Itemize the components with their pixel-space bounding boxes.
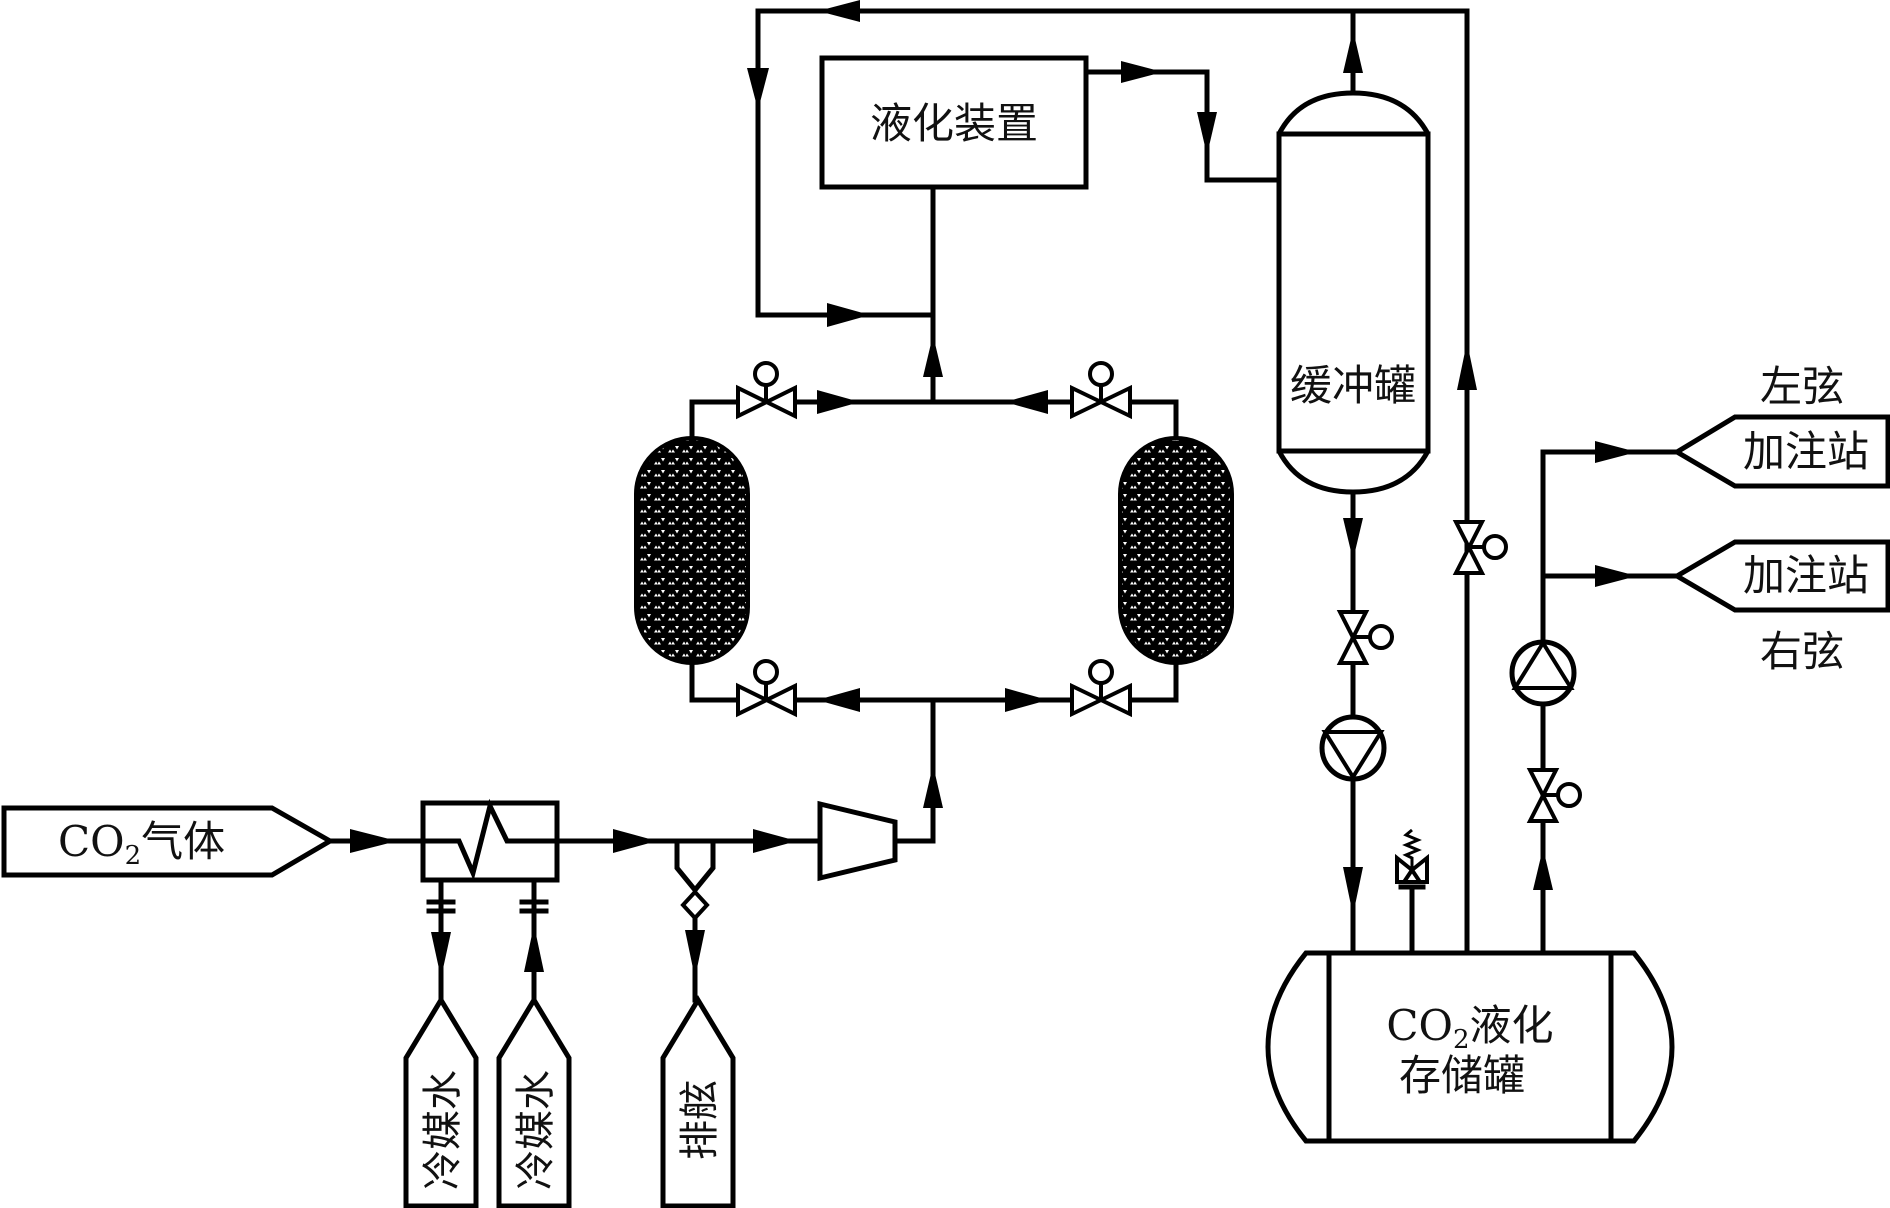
transfer-pump[interactable]: [1319, 714, 1387, 782]
flow-arrow-down-icon: [685, 930, 705, 978]
bunkering-station-port[interactable]: 加注站: [1672, 414, 1890, 489]
adsorber-tower-right: [1118, 436, 1234, 665]
flow-arrow-up-icon: [1457, 342, 1477, 390]
recycle-loop: [747, 0, 1477, 956]
flow-arrow-right-icon: [1005, 688, 1048, 712]
coolant-in-label: 冷媒水: [513, 1070, 559, 1190]
flow-arrow-up-icon: [1343, 30, 1363, 73]
valve-adsorber-bottom-left[interactable]: [736, 659, 797, 718]
flow-arrow-right-icon: [827, 303, 870, 327]
drain-trap: [674, 838, 716, 1003]
valve-vapor-return[interactable]: [1452, 520, 1508, 575]
co2-liquid-storage-tank: CO2液化 存储罐: [1265, 950, 1675, 1144]
flow-arrow-right-icon: [1121, 61, 1163, 83]
starboard-side-label: 右弦: [1760, 627, 1844, 676]
station-port-label: 加注站: [1743, 427, 1869, 476]
co2-gas-inlet-terminal: CO2气体: [1, 805, 335, 878]
flow-arrow-right-icon: [1595, 565, 1637, 587]
heat-exchanger: [420, 798, 560, 1003]
coolant-water-out-terminal: 冷媒水: [403, 995, 479, 1208]
adsorber-top-manifold: [689, 184, 1179, 441]
storage-tank-label-line1: CO2液化: [1386, 1001, 1553, 1055]
flow-arrow-up-icon: [923, 765, 943, 808]
adsorber-tower-left: [634, 436, 750, 665]
liquefaction-unit-label: 液化装置: [870, 99, 1038, 148]
drain-side-terminal: 排舷: [660, 995, 736, 1208]
flow-arrow-left-icon: [818, 0, 860, 22]
flow-arrow-down-icon: [747, 68, 769, 110]
drain-side-label: 排舷: [677, 1080, 723, 1160]
flow-arrow-down-icon: [1343, 518, 1363, 560]
flow-arrow-right-icon: [613, 829, 657, 853]
coolant-water-in-terminal: 冷媒水: [496, 995, 572, 1208]
buffer-tank-label: 缓冲罐: [1290, 361, 1416, 410]
port-side-label: 左弦: [1760, 362, 1844, 411]
valve-adsorber-top-left[interactable]: [736, 361, 797, 420]
hx-to-compressor-pipe: [554, 829, 823, 853]
adsorber-bottom-manifold: [689, 660, 1179, 712]
valve-buffer-outlet[interactable]: [1336, 610, 1394, 665]
flow-arrow-down-icon: [1197, 112, 1217, 155]
flow-arrow-up-icon: [923, 335, 943, 377]
bunkering-station-starboard[interactable]: 加注站: [1672, 539, 1890, 613]
bunkering-pump[interactable]: [1509, 639, 1577, 707]
co2-inlet-shape: [1, 805, 335, 878]
flow-arrow-down-icon: [1343, 867, 1363, 915]
buffer-tank: 缓冲罐: [1276, 8, 1431, 495]
flow-arrow-right-icon: [1595, 441, 1637, 463]
liquefaction-to-buffer-pipe: [1083, 61, 1282, 183]
inlet-pipe: [327, 829, 426, 853]
flow-arrow-down-icon: [431, 932, 451, 978]
storage-tank-label-line2: 存储罐: [1399, 1051, 1525, 1100]
station-starboard-label: 加注站: [1743, 551, 1869, 600]
coolant-out-label: 冷媒水: [420, 1070, 466, 1190]
valve-adsorber-top-right[interactable]: [1070, 361, 1132, 420]
compressor: [817, 697, 943, 882]
flow-arrow-right-icon: [817, 390, 860, 414]
valve-bunkering-suction[interactable]: [1526, 768, 1582, 823]
flow-arrow-up-icon: [1533, 848, 1553, 890]
flow-arrow-left-icon: [817, 688, 860, 712]
valve-adsorber-bottom-right[interactable]: [1070, 659, 1132, 718]
flow-arrow-right-icon: [753, 829, 797, 853]
co2-gas-label: CO2气体: [58, 817, 225, 871]
flow-arrow-right-icon: [350, 829, 397, 853]
flow-arrow-up-icon: [524, 925, 544, 972]
flow-arrow-left-icon: [1005, 390, 1048, 414]
liquefaction-unit: 液化装置: [819, 55, 1089, 190]
safety-relief-valve[interactable]: [1395, 828, 1429, 956]
